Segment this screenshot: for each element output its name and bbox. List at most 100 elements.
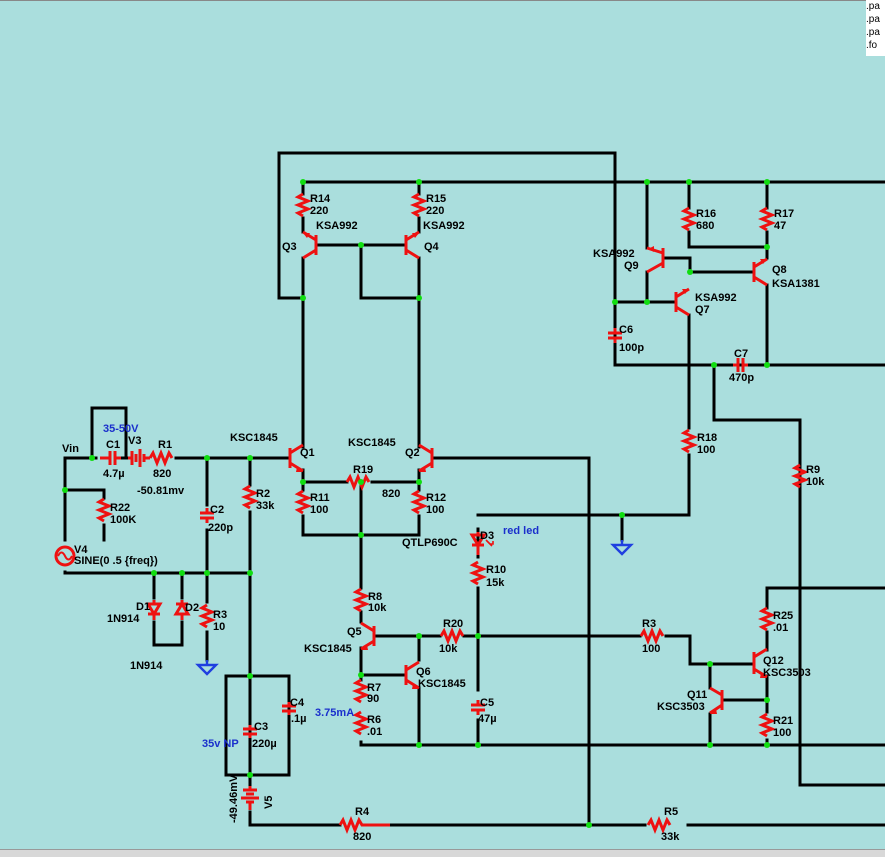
v4-ref: V4 — [74, 544, 88, 556]
r2-ref: R2 — [256, 488, 270, 500]
c3-symbol — [243, 725, 257, 738]
d3-led-symbol — [469, 532, 494, 555]
ground-symbol — [195, 660, 219, 676]
r7-symbol — [351, 678, 371, 704]
r8-ref: R8 — [368, 591, 382, 603]
r5-ref: R5 — [664, 806, 678, 818]
d1-model: 1N914 — [107, 613, 140, 625]
r1-value: 820 — [153, 468, 171, 480]
d1-symbol — [145, 600, 163, 620]
c6-ref: C6 — [619, 324, 633, 336]
resistors — [94, 192, 810, 835]
d3-model: QTLP690C — [402, 537, 458, 549]
ground-symbol — [610, 540, 634, 556]
r12-symbol — [409, 489, 429, 515]
r10-value: 15k — [486, 577, 505, 589]
q7-ref: Q7 — [695, 304, 710, 316]
q7-model: KSA992 — [695, 292, 737, 304]
v4-symbol — [54, 545, 76, 567]
c4-value: .1µ — [291, 713, 307, 725]
d2-model: 1N914 — [130, 660, 163, 672]
q6-symbol — [404, 660, 420, 690]
r8-value: 10k — [368, 602, 387, 614]
r12-value: 100 — [426, 504, 444, 516]
r2-value: 33k — [256, 500, 275, 512]
c1-ref: C1 — [106, 439, 120, 451]
q5-ref: Q5 — [347, 626, 362, 638]
r13-value: 820 — [382, 488, 400, 500]
q6-ref: Q6 — [416, 666, 431, 678]
c1-symbol — [100, 451, 121, 465]
directive-line: .pa — [866, 1, 880, 12]
r11-value: 100 — [310, 504, 328, 516]
r13-ref: R19 — [353, 464, 373, 476]
netlist-directives: .pa .pa .pa .fo — [866, 0, 885, 56]
r14-symbol — [293, 192, 313, 218]
q8-symbol — [752, 257, 768, 287]
d3-ref: D3 — [480, 530, 494, 542]
r22-symbol — [94, 497, 114, 523]
node-voltage-r1: -50.81mv — [137, 485, 185, 497]
r17-value: 47 — [774, 220, 786, 232]
r16-value: 680 — [696, 220, 714, 232]
r9-value: 10k — [439, 643, 458, 655]
q6-model: KSC1845 — [418, 678, 466, 690]
r11-symbol — [293, 489, 313, 515]
q4-model: KSA992 — [423, 220, 465, 232]
diodes — [145, 532, 494, 620]
v4-value: SINE(0 .5 {freq}) — [74, 555, 158, 567]
r19-ref: R9 — [806, 464, 820, 476]
grounds — [195, 540, 634, 676]
q12-model: KSC3503 — [763, 667, 811, 679]
r14-ref: R14 — [310, 193, 331, 205]
r1-ref: R1 — [158, 439, 172, 451]
q8-model: KSA1381 — [772, 278, 820, 290]
r14-value: 220 — [310, 205, 328, 217]
q11-symbol — [709, 686, 724, 715]
v5-symbol — [241, 786, 259, 810]
r16-symbol — [679, 206, 699, 232]
sources — [54, 449, 259, 810]
r15-value: 220 — [426, 205, 444, 217]
r25-value: .01 — [773, 622, 788, 634]
r16-ref: R16 — [696, 208, 716, 220]
r15-symbol — [409, 192, 429, 218]
r12-ref: R12 — [426, 492, 446, 504]
q12-ref: Q12 — [763, 655, 784, 667]
c7-value: 470p — [729, 372, 754, 384]
window-top-edge — [0, 0, 885, 7]
r4-symbol — [338, 815, 390, 835]
r22-value: 100K — [110, 514, 136, 526]
q8-ref: Q8 — [772, 264, 787, 276]
r19-value: 10k — [806, 476, 825, 488]
q11-ref: Q11 — [687, 689, 707, 701]
q9-model: KSA992 — [593, 248, 635, 260]
vin-label: Vin — [62, 443, 79, 455]
r5-value: 33k — [661, 831, 680, 843]
horizontal-scrollbar[interactable] — [0, 849, 885, 857]
r4-ref: R4 — [355, 806, 370, 818]
r3-symbol — [197, 603, 217, 629]
r4-value: 820 — [353, 831, 371, 843]
q7-symbol — [674, 287, 690, 317]
q11-model: KSC3503 — [657, 701, 705, 713]
q5-model: KSC1845 — [304, 643, 352, 655]
r1-symbol — [148, 448, 174, 468]
c5-symbol — [471, 700, 485, 715]
q2-symbol — [418, 443, 434, 473]
r15-ref: R15 — [426, 193, 446, 205]
q4-ref: Q4 — [424, 241, 440, 253]
r18-value: 100 — [697, 444, 715, 456]
c1-value: 4.7µ — [103, 468, 125, 480]
q5-symbol — [360, 621, 376, 651]
q9-ref: Q9 — [624, 260, 639, 272]
current-note: 3.75mA — [315, 707, 354, 719]
r20-ref: R3 — [642, 618, 656, 630]
r7-value: 90 — [367, 693, 379, 705]
q12-symbol — [752, 647, 768, 679]
capacitors — [100, 328, 748, 738]
r22-ref: R22 — [110, 502, 130, 514]
r18-ref: R18 — [697, 432, 717, 444]
